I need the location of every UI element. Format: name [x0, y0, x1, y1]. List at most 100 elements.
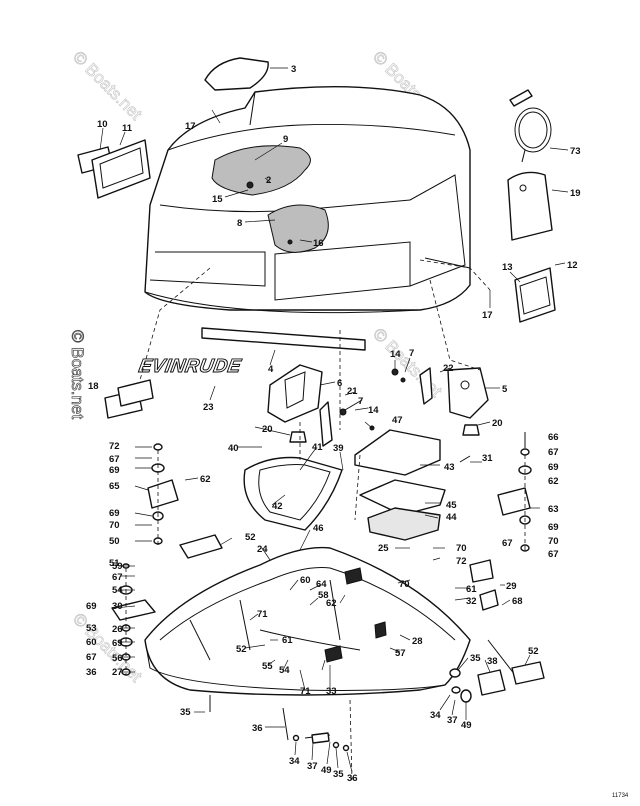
callout-label: 70	[456, 543, 467, 554]
callout-label: 36	[347, 773, 358, 784]
callout-label: 14	[368, 405, 379, 416]
handle-51	[179, 534, 223, 559]
callout-label: 19	[570, 188, 581, 199]
insulation-patch-8	[267, 204, 329, 253]
callout-label: 58	[318, 590, 329, 601]
callout-label: 68	[512, 596, 523, 607]
callout-label: 20	[492, 418, 503, 429]
callout-label: 62	[326, 598, 337, 609]
callout-label: 50	[109, 536, 120, 547]
callout-label: 7	[409, 348, 414, 359]
callout-label: 69	[109, 465, 120, 476]
callout-label: 67	[548, 447, 559, 458]
callout-label: 8	[237, 218, 242, 229]
callout-label: 9	[283, 134, 288, 145]
callout-label: 60	[300, 575, 311, 586]
callout-label: 33	[326, 686, 337, 697]
callout-label: 25	[378, 543, 389, 554]
evinrude-decal: EVINRUDE	[137, 356, 243, 377]
leader-lines	[99, 67, 569, 773]
gasket-42	[243, 456, 343, 531]
callout-label: 35	[180, 707, 191, 718]
callout-label: 69	[548, 462, 559, 473]
callout-label: 70	[109, 520, 120, 531]
callout-label: 71	[300, 686, 311, 697]
watermark-text: © Boats.net	[369, 324, 446, 401]
callout-label: 20	[262, 424, 273, 435]
callout-label: 17	[482, 310, 493, 321]
callout-label: 64	[316, 579, 327, 590]
callout-labels: 3 17 10 11 9 2 15 8 16 73 19 13 12 17 14…	[86, 64, 581, 734]
callout-label: 36	[86, 667, 97, 678]
callout-label: 73	[570, 146, 581, 157]
callout-label: 57	[395, 648, 406, 659]
bracket-21	[319, 401, 333, 447]
callout-label: 23	[203, 402, 214, 413]
callout-label: 4	[268, 364, 274, 375]
label-plate	[514, 267, 556, 323]
callout-label: 38	[487, 656, 498, 667]
callout-label: 71	[257, 609, 268, 620]
callout-label: 37	[447, 715, 458, 726]
engine-cover-hood	[144, 85, 471, 314]
callout-label: 69	[109, 508, 120, 519]
callout-label: 69	[548, 522, 559, 533]
latch-bracket-6	[267, 364, 323, 423]
callout-label: 49	[321, 765, 332, 776]
callout-label: 7	[358, 396, 363, 407]
callout-label: 12	[567, 260, 578, 271]
handle-28	[511, 661, 545, 685]
callout-label: 69	[112, 638, 123, 649]
callout-label: 30	[112, 601, 123, 612]
callout-label: 2	[266, 175, 271, 186]
lower-motor-cover-pan	[144, 546, 471, 696]
callout-label: 36	[252, 723, 263, 734]
callout-label: 16	[313, 238, 324, 249]
callout-label: 45	[446, 500, 457, 511]
callout-label: 60	[86, 637, 97, 648]
callout-label: 22	[443, 363, 454, 374]
callout-label: 61	[466, 584, 477, 595]
drawing-code: 11734	[612, 793, 629, 799]
callout-label: 59	[112, 561, 123, 572]
callout-label: 69	[86, 601, 97, 612]
callout-label: 54	[112, 585, 123, 596]
callout-label: 15	[212, 194, 223, 205]
callout-label: 61	[282, 635, 293, 646]
callout-label: 43	[444, 462, 455, 473]
callout-label: 31	[482, 453, 493, 464]
callout-label: 56	[112, 653, 123, 664]
watermark-text: © Boats.net	[68, 330, 87, 419]
callout-label: 35	[470, 653, 481, 664]
callout-label: 49	[461, 720, 472, 731]
seal-strip-4	[201, 327, 366, 351]
callout-label: 11	[122, 123, 133, 134]
callout-label: 65	[109, 481, 120, 492]
callout-label: 47	[392, 415, 403, 426]
callout-label: 27	[112, 667, 123, 678]
latch-plate-5	[447, 367, 489, 419]
callout-label: 41	[312, 442, 323, 453]
callout-label: 26	[112, 624, 123, 635]
callout-label: 51	[109, 558, 120, 569]
callout-label: 34	[289, 756, 300, 767]
callout-label: 67	[112, 572, 123, 583]
callout-label: 54	[279, 665, 290, 676]
insulation-patch-9	[211, 145, 311, 196]
callout-label: 72	[109, 441, 120, 452]
callout-label: 67	[548, 549, 559, 560]
callout-label: 5	[502, 384, 508, 395]
callout-label: 6	[337, 378, 342, 389]
callout-label: 70	[548, 536, 559, 547]
bottom-callout-labels: 34 37 49 35 36	[289, 756, 358, 784]
callout-label: 52	[236, 644, 247, 655]
callout-label: 35	[333, 769, 344, 780]
grommet-20b	[462, 424, 480, 436]
pouch-19	[507, 171, 553, 241]
air-intake-cover	[204, 57, 269, 91]
callout-label: 10	[97, 119, 108, 130]
callout-label: 67	[109, 454, 120, 465]
callout-label: 37	[307, 761, 318, 772]
plate-44	[367, 507, 441, 541]
